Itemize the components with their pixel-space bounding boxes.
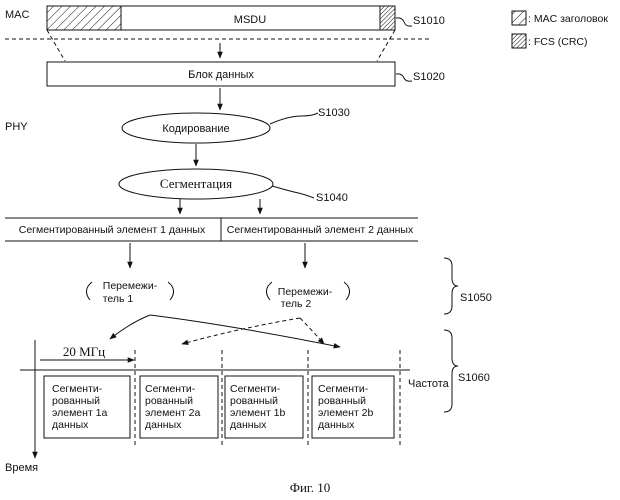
s1020-leader <box>396 74 412 81</box>
s1060-brace <box>444 330 458 412</box>
subblock-1a-l2: рованный <box>52 395 100 407</box>
subblock-2b-l4: данных <box>318 419 355 431</box>
interleaver-1: Перемежи- тель 1 <box>86 280 173 305</box>
subblock-2b-l3: элемент 2b <box>318 407 374 419</box>
step-s1010: S1010 <box>413 15 445 27</box>
legend-fcs: : FCS (CRC) <box>528 36 588 48</box>
subblock-1b-l2: рованный <box>230 395 278 407</box>
interleaver-1-line1: Перемежи- <box>103 280 158 292</box>
time-label: Время <box>5 462 38 474</box>
channel-blocks: Сегменти- рованный элемент 1a данных Сег… <box>44 376 394 438</box>
interleaver-2: Перемежи- тель 2 <box>266 282 349 310</box>
s1050-brace <box>444 258 458 314</box>
subblock-1b-l3: элемент 1b <box>230 407 286 419</box>
figure-caption: Фиг. 10 <box>290 480 331 495</box>
subblock-1a-l4: данных <box>52 419 89 431</box>
frequency-label: Частота <box>408 378 450 390</box>
subblock-1b-l1: Сегменти- <box>230 383 281 395</box>
subblock-1a-l3: элемент 1a <box>52 407 108 419</box>
subblock-2a-l2: рованный <box>145 395 193 407</box>
msdu-frame: MSDU <box>47 6 395 30</box>
phy-layer-label: PHY <box>5 121 28 133</box>
s1010-leader <box>396 18 412 26</box>
interleaver-2-line1: Перемежи- <box>278 286 333 298</box>
subblock-2a-l1: Сегменти- <box>145 383 196 395</box>
fcs-field <box>380 6 395 30</box>
subblock-2a-l3: элемент 2a <box>145 407 201 419</box>
s1030-leader <box>270 113 318 124</box>
step-s1020: S1020 <box>413 71 445 83</box>
step-s1060: S1060 <box>458 372 490 384</box>
data-block-label: Блок данных <box>188 69 254 81</box>
legend: : MAC заголовок : FCS (CRC) <box>512 11 608 48</box>
subblock-2b-l2: рованный <box>318 395 366 407</box>
legend-mac-header: : MAC заголовок <box>528 13 608 25</box>
segment-1-label: Сегментированный элемент 1 данных <box>19 224 206 236</box>
mac-header-field <box>47 6 121 30</box>
subblock-1a-l1: Сегменти- <box>52 383 103 395</box>
segmentation-label: Сегментация <box>160 176 232 191</box>
legend-mac-swatch <box>512 11 526 25</box>
step-s1040: S1040 <box>316 192 348 204</box>
step-s1050: S1050 <box>460 292 492 304</box>
arrow-1-to-1a <box>110 315 150 339</box>
msdu-label: MSDU <box>234 14 266 26</box>
mac-layer-label: MAC <box>5 9 30 21</box>
arrow-1-to-2b <box>150 315 340 347</box>
step-s1030: S1030 <box>318 107 350 119</box>
legend-fcs-swatch <box>512 34 526 48</box>
interleaver-1-line2: тель 1 <box>103 293 134 305</box>
subblock-1b-l4: данных <box>230 419 267 431</box>
coding-label: Кодирование <box>162 123 229 135</box>
subblock-2a-l4: данных <box>145 419 182 431</box>
segment-2-label: Сегментированный элемент 2 данных <box>227 224 414 236</box>
bandwidth-label: 20 МГц <box>63 344 105 359</box>
s1040-leader <box>272 186 314 198</box>
subblock-2b-l1: Сегменти- <box>318 383 369 395</box>
interleaver-2-line2: тель 2 <box>281 298 312 310</box>
